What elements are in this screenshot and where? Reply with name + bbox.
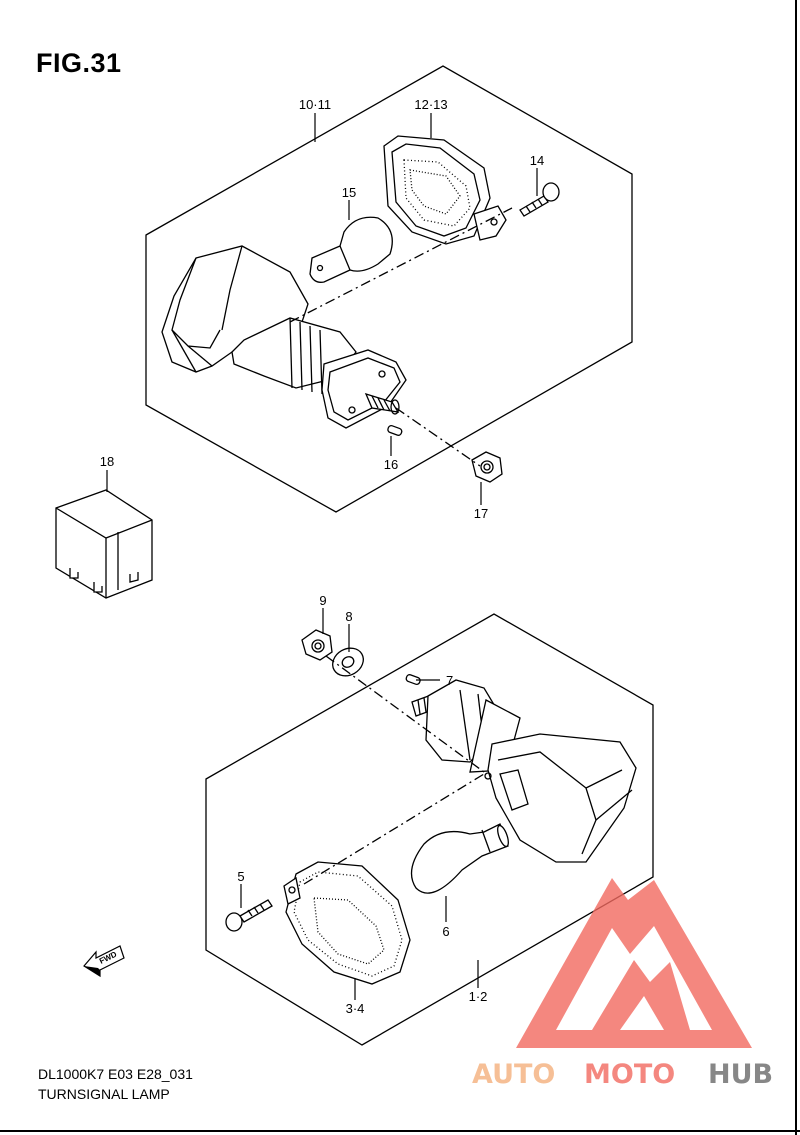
callout-lower-lens: 3·4 <box>346 1001 365 1016</box>
callout-relay: 18 <box>100 454 114 469</box>
figure-title: FIG.31 <box>36 48 122 78</box>
callout-upper-screw: 14 <box>530 153 544 168</box>
callout-lower-nut: 9 <box>319 593 326 608</box>
fwd-arrow: FWD <box>83 945 125 978</box>
callout-lower-washer: 8 <box>345 609 352 624</box>
turnsignal-relay <box>55 489 153 599</box>
lower-nut <box>301 629 333 661</box>
upper-turnsignal-assembly <box>145 65 633 513</box>
leader-lines <box>106 113 538 1000</box>
upper-spacer <box>387 424 403 436</box>
upper-lens <box>383 135 507 245</box>
callout-upper-nut: 17 <box>474 506 488 521</box>
lower-screw <box>225 899 273 932</box>
watermark-text-auto: AUTO <box>472 1059 555 1090</box>
upper-housing <box>161 245 407 429</box>
callout-lower-screw: 5 <box>237 869 244 884</box>
upper-nut <box>471 451 503 483</box>
lower-assembly-frame <box>205 613 654 1046</box>
callout-lower-housing: 1·2 <box>469 989 488 1004</box>
lower-turnsignal-assembly <box>205 613 654 1046</box>
lower-lens <box>283 861 411 985</box>
lower-washer <box>332 647 364 677</box>
model-code: DL1000K7 E03 E28_031 <box>38 1066 193 1082</box>
callout-lower-spacer: 7 <box>446 673 453 688</box>
lower-spacer <box>405 674 421 686</box>
callout-upper-lens: 12·13 <box>414 97 447 112</box>
callout-upper-bulb: 15 <box>342 185 356 200</box>
callout-labels: 10·11 12·13 14 15 16 17 18 9 8 7 5 6 3·4… <box>100 97 544 1016</box>
watermark-logo: AUTO MOTO HUB <box>472 878 773 1090</box>
watermark-text-moto: MOTO <box>584 1059 675 1090</box>
callout-upper-housing: 10·11 <box>299 97 331 112</box>
watermark-text-hub: HUB <box>708 1059 773 1090</box>
figure-caption: TURNSIGNAL LAMP <box>38 1086 170 1102</box>
callout-upper-spacer: 16 <box>384 457 398 472</box>
upper-bulb <box>309 216 393 283</box>
upper-screw <box>519 182 560 217</box>
lower-bulb <box>410 823 509 894</box>
callout-lower-bulb: 6 <box>442 924 449 939</box>
upper-assembly-frame <box>145 65 633 513</box>
